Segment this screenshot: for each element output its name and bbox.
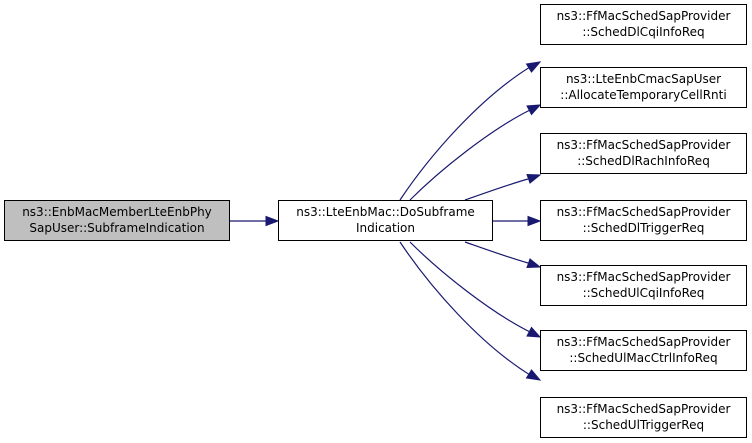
- node-caller-line1: ns3::EnbMacMemberLteEnbPhy: [22, 205, 212, 219]
- node-center[interactable]: ns3::LteEnbMac::DoSubframe Indication: [278, 200, 493, 241]
- node-caller[interactable]: ns3::EnbMacMemberLteEnbPhy SapUser::Subf…: [4, 200, 230, 241]
- node-sched-dl-trigger-req-line1: ns3::FfMacSchedSapProvider: [557, 205, 731, 219]
- node-sched-ul-cqi-info-req[interactable]: ns3::FfMacSchedSapProvider ::SchedUlCqiI…: [540, 265, 747, 306]
- node-center-line1: ns3::LteEnbMac::DoSubframe: [296, 205, 475, 219]
- node-allocate-temporary-cell-rnti[interactable]: ns3::LteEnbCmacSapUser ::AllocateTempora…: [540, 67, 747, 108]
- arrowhead-sched-dl-cqi-info-req: [525, 61, 542, 73]
- node-sched-ul-mac-ctrl-info-req-line1: ns3::FfMacSchedSapProvider: [557, 335, 731, 349]
- node-sched-dl-cqi-info-req-line1: ns3::FfMacSchedSapProvider: [557, 9, 731, 23]
- arrowhead-allocate-temporary-cell-rnti: [526, 104, 542, 116]
- node-sched-ul-trigger-req-line2: ::SchedUlTriggerReq: [583, 418, 704, 432]
- edge-center-to-sched-ul-mac-ctrl-info-req: [409, 241, 531, 333]
- node-allocate-temporary-cell-rnti-line1: ns3::LteEnbCmacSapUser: [566, 72, 721, 86]
- node-center-line2: Indication: [356, 221, 415, 235]
- node-sched-dl-cqi-info-req-line2: ::SchedDlCqiInfoReq: [582, 25, 704, 39]
- node-sched-dl-trigger-req[interactable]: ns3::FfMacSchedSapProvider ::SchedDlTrig…: [540, 200, 747, 241]
- node-sched-dl-rach-info-req-line2: ::SchedDlRachInfoReq: [577, 154, 710, 168]
- node-sched-ul-mac-ctrl-info-req[interactable]: ns3::FfMacSchedSapProvider ::SchedUlMacC…: [540, 330, 747, 371]
- node-sched-dl-cqi-info-req[interactable]: ns3::FfMacSchedSapProvider ::SchedDlCqiI…: [540, 4, 747, 45]
- edge-center-to-sched-dl-cqi-info-req: [399, 66, 531, 201]
- arrowhead-sched-dl-rach-info-req: [526, 173, 542, 184]
- edge-center-to-sched-ul-trigger-req: [399, 241, 531, 376]
- node-allocate-temporary-cell-rnti-line2: ::AllocateTemporaryCellRnti: [560, 88, 726, 102]
- node-sched-ul-trigger-req-line1: ns3::FfMacSchedSapProvider: [557, 402, 731, 416]
- arrowhead-caller-to-center: [265, 215, 280, 227]
- edge-center-to-allocate-temporary-cell-rnti: [409, 109, 531, 201]
- edge-center-to-sched-dl-rach-info-req: [464, 178, 529, 201]
- node-sched-ul-cqi-info-req-line1: ns3::FfMacSchedSapProvider: [557, 270, 731, 284]
- node-sched-ul-trigger-req[interactable]: ns3::FfMacSchedSapProvider ::SchedUlTrig…: [540, 397, 747, 438]
- node-sched-dl-rach-info-req-line1: ns3::FfMacSchedSapProvider: [557, 138, 731, 152]
- edges: [230, 61, 542, 381]
- node-sched-ul-cqi-info-req-line2: ::SchedUlCqiInfoReq: [583, 286, 705, 300]
- node-caller-line2: SapUser::SubframeIndication: [29, 221, 204, 235]
- node-sched-dl-rach-info-req[interactable]: ns3::FfMacSchedSapProvider ::SchedDlRach…: [540, 133, 747, 174]
- arrowhead-sched-ul-cqi-info-req: [526, 258, 542, 269]
- edge-center-to-sched-ul-cqi-info-req: [464, 241, 529, 264]
- arrowhead-sched-ul-trigger-req: [525, 369, 542, 381]
- arrowhead-sched-dl-trigger-req: [527, 215, 542, 227]
- node-sched-dl-trigger-req-line2: ::SchedDlTriggerReq: [583, 221, 705, 235]
- arrowhead-sched-ul-mac-ctrl-info-req: [526, 326, 542, 338]
- node-sched-ul-mac-ctrl-info-req-line2: ::SchedUlMacCtrlInfoReq: [569, 351, 717, 365]
